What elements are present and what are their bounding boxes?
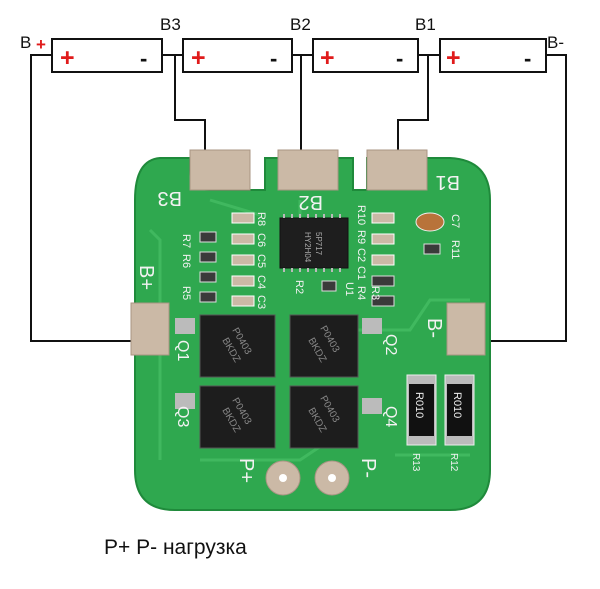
silk-r2: R2 xyxy=(293,280,305,294)
silk-b2: B2 xyxy=(299,191,323,213)
label-b1: B1 xyxy=(415,15,436,34)
silk-r9: R9 xyxy=(355,230,367,244)
cell-4-plus: + xyxy=(446,44,461,72)
silk-r5: R5 xyxy=(180,286,192,300)
battery-cell-2: + - xyxy=(182,38,293,73)
silk-q2: Q2 xyxy=(382,334,399,355)
silk-c1: C1 xyxy=(355,266,367,280)
wire-b-plus xyxy=(30,54,138,342)
silk-r6: R6 xyxy=(180,254,192,268)
silk-c4: C4 xyxy=(255,275,267,289)
silk-q1: Q1 xyxy=(174,340,191,361)
label-b3: B3 xyxy=(160,15,181,34)
ic-marking-2: 5P717 xyxy=(314,232,323,256)
silk-q3: Q3 xyxy=(174,406,191,427)
silk-b1: B1 xyxy=(436,171,460,193)
silk-c3: C3 xyxy=(255,295,267,309)
battery-cell-1: + - xyxy=(51,38,163,73)
pad-b3 xyxy=(189,149,251,191)
cell-2-plus: + xyxy=(191,44,206,72)
label-b2: B2 xyxy=(290,15,311,34)
pad-p-minus-hole xyxy=(328,474,336,482)
ic-marking-1: HY2H04 xyxy=(303,232,312,263)
pad-b-plus xyxy=(130,302,170,356)
wire-b-minus xyxy=(482,54,567,342)
silk-c5: C5 xyxy=(255,254,267,268)
mosfet-q3: P0403 BKDZ xyxy=(175,385,276,449)
battery-pack: + - + - + - + - xyxy=(51,38,547,73)
passives-right xyxy=(321,212,445,307)
silk-b-plus: B+ xyxy=(135,265,157,290)
pad-b2 xyxy=(277,149,339,191)
pcb-board: B3 B2 B1 B+ B- R8 C6 C5 C4 C3 R7 R6 R5 xyxy=(130,149,491,511)
silk-r4: R4 xyxy=(355,286,367,300)
cell-3-minus: - xyxy=(396,46,403,71)
mosfet-q1: P0403 BKDZ xyxy=(175,314,276,378)
wire-b1 xyxy=(397,55,429,150)
silk-c7: C7 xyxy=(449,214,461,228)
r12-value: R010 xyxy=(451,392,463,418)
silk-r12: R12 xyxy=(448,453,459,472)
silk-q4: Q4 xyxy=(382,406,399,427)
pad-b1 xyxy=(366,149,428,191)
silk-p-minus: P- xyxy=(357,458,379,478)
label-b-minus: B- xyxy=(547,33,564,52)
silk-r7: R7 xyxy=(180,234,192,248)
silk-r10: R10 xyxy=(355,205,367,225)
silk-c6: C6 xyxy=(255,233,267,247)
ic-u1: HY2H04 5P717 xyxy=(279,214,349,272)
silk-r13: R13 xyxy=(410,453,421,472)
silk-p-plus: P+ xyxy=(235,458,257,483)
battery-cell-3: + - xyxy=(312,38,419,73)
wire-b2 xyxy=(297,54,302,150)
mosfet-q2: P0403 BKDZ xyxy=(289,314,382,378)
silk-r11: R11 xyxy=(449,240,461,259)
label-b-plus: B xyxy=(20,33,31,52)
passives-left xyxy=(199,212,255,307)
cell-4-minus: - xyxy=(524,46,531,71)
cell-1-plus: + xyxy=(60,44,75,72)
pad-p-plus-hole xyxy=(279,474,287,482)
shunt-r12: R010 xyxy=(444,374,475,446)
silk-r3: R3 xyxy=(369,286,381,300)
load-caption: P+ P- нагрузка xyxy=(104,536,247,559)
silk-u1: U1 xyxy=(343,282,355,296)
silk-c2: C2 xyxy=(355,248,367,262)
r13-value: R010 xyxy=(413,392,425,418)
wire-labels: B + B3 B2 B1 B- xyxy=(20,15,564,54)
mosfet-q4: P0403 BKDZ xyxy=(289,385,382,449)
cell-1-minus: - xyxy=(140,46,147,71)
silk-b3: B3 xyxy=(158,187,182,209)
silk-b-minus: B- xyxy=(423,318,445,338)
shunt-r13: R010 xyxy=(406,374,437,446)
silk-r8: R8 xyxy=(255,212,267,226)
wiring xyxy=(30,54,567,342)
cell-2-minus: - xyxy=(270,46,277,71)
battery-cell-4: + - xyxy=(439,38,547,73)
cell-3-plus: + xyxy=(320,44,335,72)
label-b-plus-sign: + xyxy=(36,35,46,54)
pad-b-minus xyxy=(446,302,486,356)
